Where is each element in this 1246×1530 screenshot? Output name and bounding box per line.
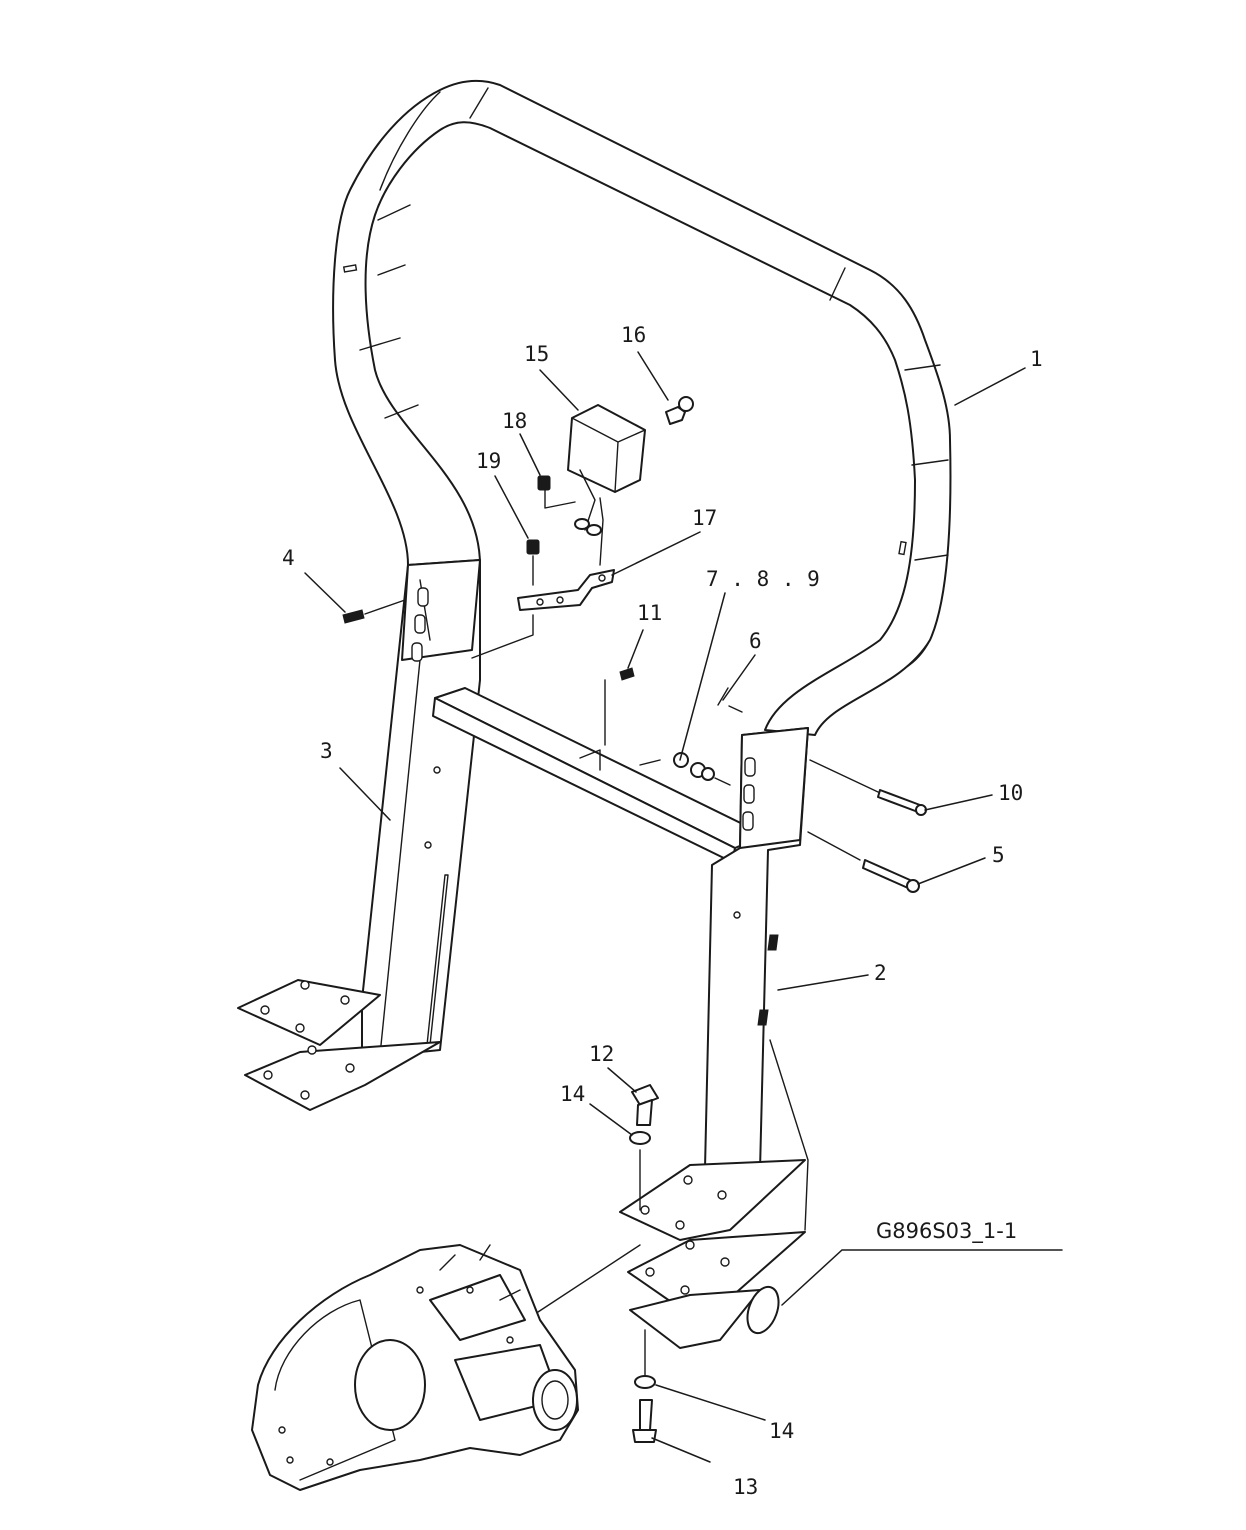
callout-14-bottom: 14 [769,1419,794,1443]
callout-3: 3 [320,739,333,763]
figure-reference-code: G896S03_1-1 [876,1219,1017,1244]
callout-1: 1 [1030,347,1043,371]
callout-6: 6 [749,629,762,653]
callout-2: 2 [874,961,887,985]
callout-10: 10 [998,781,1023,805]
callout-5: 5 [992,843,1005,867]
callout-labels: 1 2 3 4 5 6 7 . 8 . 9 10 11 12 13 14 14 … [282,323,1043,1499]
fasteners [342,599,927,1443]
callout-leaders [304,351,1063,1463]
roll-bar-hoop [332,79,952,736]
left-post-bracket [237,559,481,1111]
callout-12: 12 [589,1042,614,1066]
callout-7-8-9: 7 . 8 . 9 [706,567,820,591]
callout-11: 11 [637,601,662,625]
callout-4: 4 [282,546,295,570]
right-post-bracket [619,727,809,1349]
callout-17: 17 [692,506,717,530]
work-lamp-assembly [471,396,694,659]
callout-14-top: 14 [560,1082,585,1106]
callout-16: 16 [621,323,646,347]
cross-bar [432,687,766,863]
callout-19: 19 [476,449,501,473]
callout-18: 18 [502,409,527,433]
transmission-housing [251,1244,641,1491]
callout-15: 15 [524,342,549,366]
callout-13: 13 [733,1475,758,1499]
